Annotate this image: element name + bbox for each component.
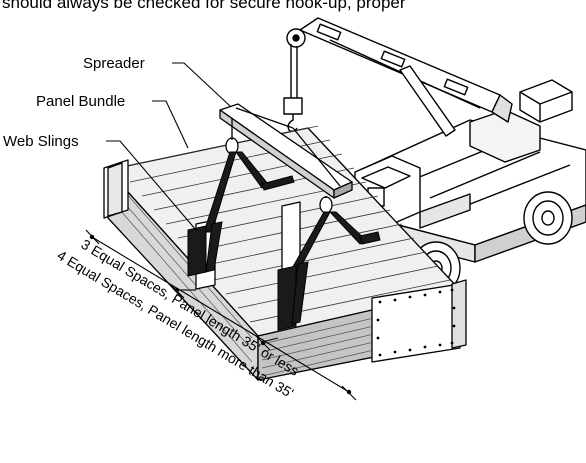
web-slings	[187, 151, 381, 331]
rear-wheel	[523, 191, 573, 245]
label-spreader: Spreader	[83, 55, 145, 72]
label-web-slings: Web Slings	[3, 133, 79, 150]
panel-bundle	[103, 125, 467, 381]
dimension-ticks	[89, 234, 352, 395]
label-panel-bundle: Panel Bundle	[36, 93, 125, 110]
label-leaders	[106, 62, 231, 231]
header-text: should always be checked for secure hook…	[2, 0, 406, 12]
spreader-bar	[219, 103, 353, 214]
